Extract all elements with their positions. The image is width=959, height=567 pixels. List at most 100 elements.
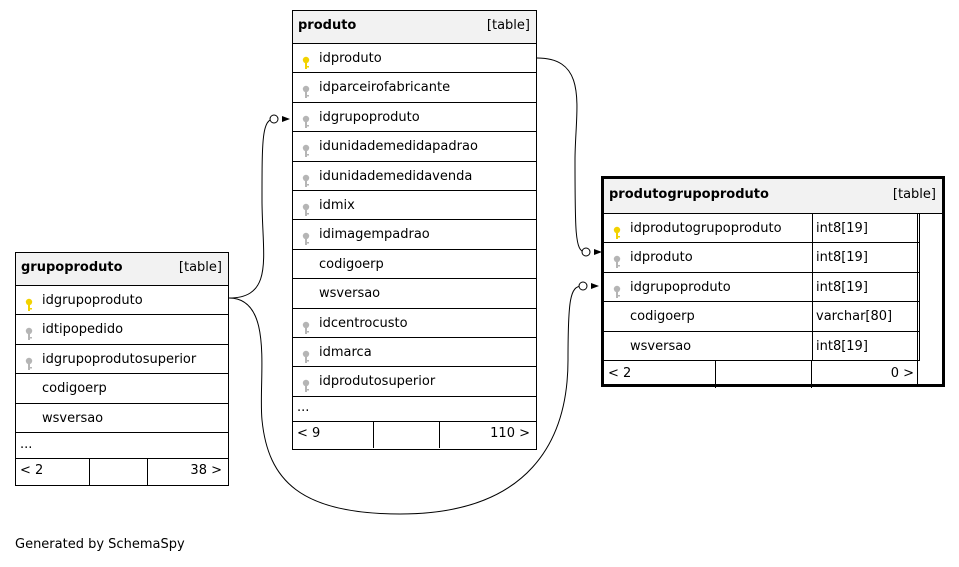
column-row[interactable]: idgrupoproduto int8[19] (604, 272, 920, 303)
foreign-key-icon (301, 346, 311, 363)
more-columns-ellipsis: ... (16, 433, 228, 459)
footer-divider (811, 360, 812, 388)
column-row[interactable]: wsversao (293, 279, 536, 309)
column-name: codigoerp (630, 309, 695, 325)
foreign-key-icon (301, 111, 311, 128)
column-row[interactable]: idgrupoprodutosuperior (16, 345, 228, 375)
column-row[interactable]: idtipopedido (16, 315, 228, 345)
foreign-key-icon (24, 353, 34, 370)
column-row[interactable]: codigoerp varchar[80] (604, 302, 920, 332)
footer-divider (439, 421, 440, 448)
column-row[interactable]: idproduto (293, 44, 536, 74)
foreign-key-icon (612, 281, 622, 298)
column-name: idunidademedidavenda (319, 168, 473, 184)
column-name: idunidademedidapadrao (319, 139, 478, 155)
column-row[interactable]: codigoerp (293, 250, 536, 280)
more-columns-ellipsis: ... (293, 397, 536, 422)
children-count[interactable]: 110 > (490, 425, 530, 441)
children-count[interactable]: 0 > (890, 365, 914, 381)
foreign-key-icon (301, 170, 311, 187)
column-name: idprodutosuperior (319, 374, 436, 390)
foreign-key-icon (612, 251, 622, 269)
table-right-strip (917, 214, 918, 384)
column-name: idparceirofabricante (319, 80, 451, 96)
edge-endpoint-circle (578, 281, 588, 291)
foreign-key-icon (301, 228, 311, 246)
footer-divider (89, 458, 90, 485)
edge-crowfoot (591, 283, 599, 289)
column-type: varchar[80] (812, 302, 920, 332)
table-produtogrupoproduto[interactable]: produtogrupoproduto [table] idprodutogru… (601, 176, 945, 388)
column-row[interactable]: idgrupoproduto (293, 103, 536, 133)
column-name: idmarca (319, 344, 372, 360)
table-name: grupoproduto (21, 260, 123, 275)
column-name: idgrupoproduto (319, 109, 420, 125)
children-count[interactable]: 38 > (190, 462, 222, 478)
table-produto[interactable]: produto [table] idproduto idparceirofabri… (292, 10, 537, 450)
column-name: codigoerp (42, 381, 107, 397)
column-row[interactable]: idmarca (293, 338, 536, 368)
column-row[interactable]: idunidademedidavenda (293, 162, 536, 191)
table-name: produtogrupoproduto (609, 187, 769, 202)
column-row[interactable]: idparceirofabricante (293, 73, 536, 103)
foreign-key-icon (301, 81, 311, 99)
column-type: int8[19] (812, 243, 920, 273)
column-row[interactable]: idprodutosuperior (293, 367, 536, 397)
table-footer: < 9 110 > (293, 421, 536, 448)
edge-crowfoot (594, 249, 602, 255)
generated-by-label: Generated by SchemaSpy (15, 537, 185, 552)
primary-key-icon (612, 222, 622, 239)
column-name: idimagempadrao (319, 227, 430, 243)
foreign-key-icon (301, 375, 311, 393)
footer-divider (373, 421, 374, 448)
column-type: int8[19] (812, 214, 920, 244)
edge-endpoint-circle (269, 114, 279, 124)
parents-count[interactable]: < 2 (608, 365, 632, 381)
table-header: produto [table] (293, 11, 536, 44)
table-header: produtogrupoproduto [table] (604, 179, 942, 214)
column-name: wsversao (319, 286, 381, 302)
column-name: idgrupoproduto (42, 293, 143, 308)
column-name: codigoerp (319, 256, 384, 272)
table-type-label: [table] (486, 18, 530, 33)
column-name: idgrupoproduto (630, 279, 731, 295)
table-name: produto (298, 18, 357, 33)
foreign-key-icon (301, 140, 311, 158)
column-name: idproduto (630, 250, 693, 266)
column-name: idtipopedido (42, 322, 124, 338)
footer-divider (147, 458, 148, 485)
column-row[interactable]: idunidademedidapadrao (293, 132, 536, 162)
column-row[interactable]: idgrupoproduto (16, 286, 228, 316)
footer-divider (715, 360, 716, 388)
parents-count[interactable]: < 9 (297, 425, 321, 441)
column-row[interactable]: wsversao (16, 404, 228, 433)
column-name: idcentrocusto (319, 315, 408, 331)
table-grupoproduto[interactable]: grupoproduto [table] idgrupoproduto idtip… (15, 252, 229, 486)
column-type: int8[19] (812, 272, 920, 303)
table-header: grupoproduto [table] (16, 253, 228, 286)
parents-count[interactable]: < 2 (20, 462, 44, 478)
table-type-label: [table] (178, 260, 222, 275)
table-type-label: [table] (892, 187, 936, 202)
foreign-key-icon (24, 323, 34, 341)
edge-grupoproduto-produtogrupoproduto (228, 285, 583, 515)
column-row[interactable]: idcentrocusto (293, 309, 536, 338)
column-row[interactable]: idimagempadrao (293, 220, 536, 250)
column-name: idprodutogrupoproduto (630, 221, 782, 236)
edge-grupoproduto-produto (228, 118, 275, 299)
column-name: idmix (319, 197, 355, 213)
column-row[interactable]: codigoerp (16, 374, 228, 404)
foreign-key-icon (301, 199, 311, 216)
column-row[interactable]: idmix (293, 191, 536, 221)
column-name: idgrupoprodutosuperior (42, 351, 197, 367)
column-type: int8[19] (812, 331, 920, 361)
edge-crowfoot (282, 116, 290, 122)
column-row[interactable]: idprodutogrupoproduto int8[19] (604, 214, 920, 244)
edge-produto-produtogrupoproduto (536, 57, 586, 253)
column-row[interactable]: idproduto int8[19] (604, 243, 920, 273)
column-name: wsversao (42, 410, 104, 426)
column-name: wsversao (630, 338, 692, 354)
primary-key-icon (301, 52, 311, 69)
column-row[interactable]: wsversao int8[19] (604, 331, 920, 361)
